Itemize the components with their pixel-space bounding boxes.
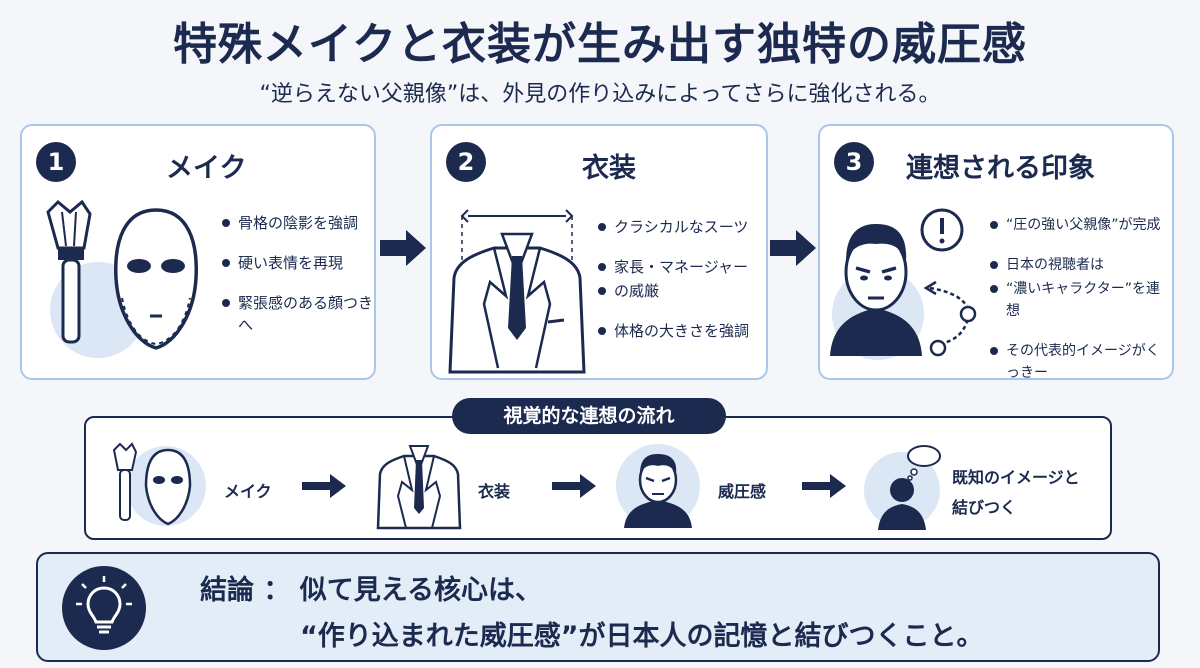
flow-suit-icon — [376, 445, 462, 530]
bullet-item: “圧の強い父親像”が完成 — [990, 214, 1172, 236]
conclusion-line-2: “作り込まれた威圧感”が日本人の記憶と結びつくこと。 — [300, 621, 984, 652]
card-bullets: クラシカルなスーツ 家長・マネージャー の威厳 体格の大きさを強調 — [598, 216, 749, 360]
card-title: 連想される印象 — [906, 153, 1095, 184]
card-bullets: 骨格の陰影を強調 硬い表情を再現 緊張感のある顔つきへ — [222, 212, 374, 354]
card-costume: 2 衣装 クラシカルなスーツ 家長・マネージャー の威厳 体格の大きさを強調 — [430, 124, 768, 380]
bullet-item-continued: の威厳 — [598, 280, 749, 302]
flow-step: 既知のイメージと — [952, 468, 1080, 487]
bullet-item: 硬い表情を再現 — [222, 252, 374, 274]
bullet-item: クラシカルなスーツ — [598, 216, 749, 238]
flow-makeup-icon — [112, 442, 206, 526]
flow-step-continued: 結びつく — [952, 498, 1017, 517]
flow-man-icon — [616, 444, 700, 528]
thinking-person-icon — [864, 445, 941, 530]
arrow-right-icon — [380, 230, 426, 266]
bullet-item: 家長・マネージャー — [598, 256, 749, 278]
cycle-arrow-icon — [923, 280, 977, 357]
makeup-illustration — [46, 199, 198, 358]
flow-label: 視覚的な連想の流れ — [452, 398, 726, 434]
card-title: 衣装 — [582, 153, 636, 184]
bullet-item: その代表的イメージがくっきー — [990, 340, 1172, 384]
card-number: 1 — [36, 142, 76, 182]
arrow-right-icon — [770, 230, 816, 266]
page-subtitle: “逆らえない父親像”は、外見の作り込みによってさらに強化される。 — [259, 82, 941, 107]
page-title: 特殊メイクと衣装が生み出す独特の威圧感 — [172, 19, 1028, 70]
mask-icon — [114, 208, 198, 350]
exclamation-icon — [920, 208, 964, 252]
lightbulb-icon-badge — [62, 566, 146, 650]
card-makeup: 1 メイク 骨格の陰影を強調 硬い表情を再現 緊張感のある顔つきへ — [20, 124, 376, 380]
suit-icon — [448, 209, 586, 374]
flow-step: 衣装 — [478, 482, 511, 501]
flow-step: 威圧感 — [718, 482, 767, 501]
bullet-item: 日本の視聴者は — [990, 254, 1172, 276]
card-number: 2 — [446, 142, 486, 182]
conclusion-panel — [36, 552, 1160, 662]
makeup-brush-icon — [46, 199, 92, 344]
conclusion-line-1: 結論 ： 似て見える核心は、 — [200, 575, 542, 606]
bullet-item: 体格の大きさを強調 — [598, 320, 749, 342]
arrow-right-icon — [302, 474, 346, 498]
card-bullets: “圧の強い父親像”が完成 日本の視聴者は “濃いキャラクター”を連想 その代表的… — [990, 214, 1172, 402]
man-face-icon — [830, 224, 922, 356]
flow-step: メイク — [224, 482, 272, 501]
bullet-item-continued: “濃いキャラクター”を連想 — [990, 278, 1172, 322]
arrow-right-icon — [802, 474, 846, 498]
impression-illustration — [830, 208, 977, 360]
lightbulb-icon — [76, 576, 132, 634]
card-impression: 3 連想される印象 “圧の強い父親像”が完成 日本の視聴者は “濃いキャラクター… — [818, 124, 1174, 381]
bullet-item: 緊張感のある顔つきへ — [222, 292, 374, 336]
bullet-item: 骨格の陰影を強調 — [222, 212, 374, 234]
arrow-right-icon — [552, 474, 596, 498]
card-number: 3 — [834, 142, 874, 182]
card-title: メイク — [166, 153, 247, 184]
